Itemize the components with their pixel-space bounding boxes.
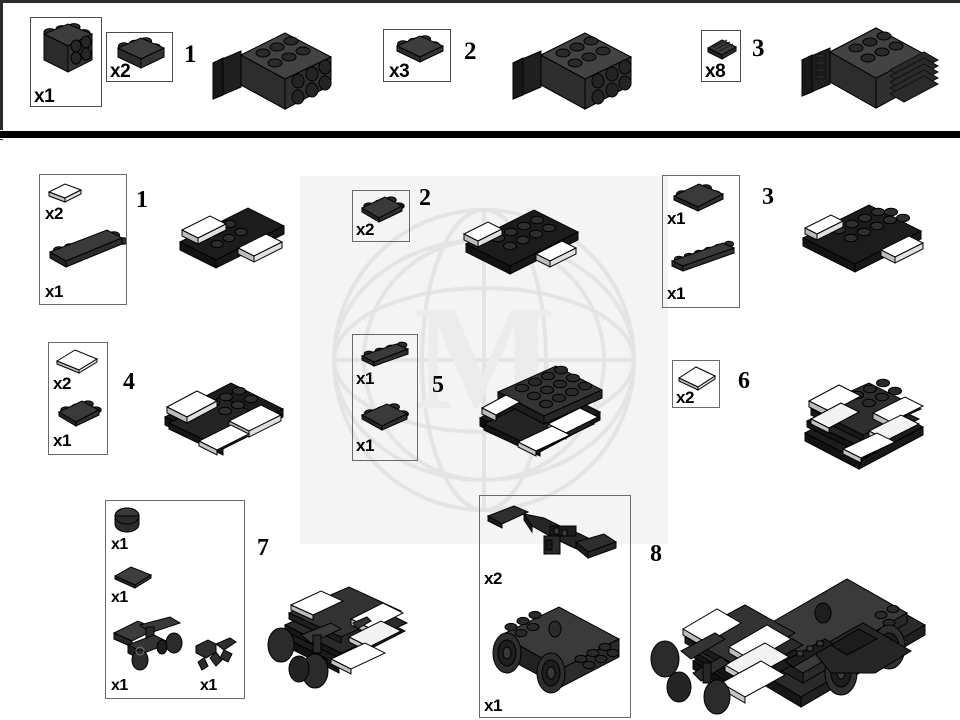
claw-clip-element-art: [190, 632, 238, 676]
qty-main-7c: x1: [111, 677, 128, 694]
part-box-main-1: [39, 174, 127, 305]
step-number-main-8: 8: [650, 541, 662, 567]
motor-wheel-unit-art: [483, 595, 628, 695]
qty-main-7b: x1: [111, 589, 128, 606]
qty-main-3a: x1: [667, 209, 685, 228]
plate-2x6-black-art: [44, 228, 126, 272]
qty-main-4b: x1: [53, 431, 71, 450]
qty-main-1b: x1: [45, 282, 63, 301]
sub-assembly-3-art: [795, 190, 940, 285]
sub-assembly-6-art: [795, 365, 940, 475]
round-brick-1x1-art: [111, 505, 145, 537]
qty-main-5a: x1: [356, 369, 374, 388]
step-number-main-4: 4: [123, 369, 135, 395]
plate-1x6-black-art: [666, 240, 738, 276]
step-number-top-2: 2: [464, 38, 477, 65]
step-number-main-3: 3: [762, 184, 774, 210]
page-edge-top: [0, 0, 960, 3]
plate-2x3-black-art-3: [667, 180, 733, 212]
part-box-main-2: [352, 190, 410, 242]
wheel-axle-assembly-art: [110, 615, 200, 683]
part-box-main-6: [672, 360, 720, 408]
qty-main-3b: x1: [667, 284, 685, 303]
part-box-main-8: [479, 495, 631, 718]
qty-main-1a: x2: [45, 204, 63, 223]
qty-main-8a: x2: [484, 569, 502, 588]
assembly-top-1-art: [203, 25, 338, 125]
part-box-main-7: [105, 500, 245, 699]
qty-top-3: x8: [705, 61, 726, 82]
step-number-main-7: 7: [257, 535, 269, 561]
part-box-main-5: [352, 334, 418, 461]
tile-2x2-white-art-6: [676, 363, 718, 391]
step-number-main-1: 1: [136, 187, 148, 213]
step-number-main-2: 2: [419, 185, 431, 211]
part-box-top-2: [383, 29, 451, 82]
part-box-main-3: [662, 175, 740, 308]
sub-assembly-7-art: [255, 575, 435, 705]
step-number-main-5: 5: [432, 372, 444, 398]
qty-main-5b: x1: [356, 436, 374, 455]
train-bogie-arm-art: [484, 500, 622, 570]
tile-2x2-white-art-4: [53, 346, 101, 374]
qty-main-7d: x1: [200, 677, 217, 694]
qty-main-8b: x1: [484, 696, 502, 715]
plate-2x3-black-art-5: [356, 400, 412, 432]
assembly-top-2-art: [503, 25, 638, 125]
qty-top-2: x3: [389, 61, 410, 82]
plate-2x3-black-art-2: [356, 194, 406, 224]
sub-assembly-1-art: [172, 200, 292, 285]
tile-1x2-white-art: [45, 179, 85, 203]
sub-assembly-5-art: [470, 362, 615, 467]
qty-main-4a: x2: [53, 374, 71, 393]
qty-main-6: x2: [676, 388, 694, 407]
part-box-top-3: [701, 30, 741, 82]
step-number-top-1: 1: [184, 41, 197, 68]
page-edge-left: [0, 0, 3, 140]
sub-assembly-2-art: [458, 200, 598, 290]
qty-main-7a: x1: [111, 536, 128, 553]
sub-assembly-4-art: [155, 365, 295, 465]
part-box-top-1b: [106, 32, 173, 82]
step-number-main-6: 6: [738, 368, 750, 394]
final-assembly-art: [625, 555, 955, 720]
section-divider: [0, 130, 960, 139]
part-box-main-4: [48, 342, 108, 455]
brick-2x4-tall-art: [34, 22, 98, 84]
part-box-top-1a: [30, 17, 102, 107]
tile-2x2-dark-art: [111, 563, 155, 589]
step-number-top-3: 3: [752, 35, 765, 62]
assembly-top-3-art: [790, 10, 950, 125]
qty-main-2: x2: [356, 220, 374, 239]
tile-1x2-grille-art: [705, 35, 739, 61]
plate-2x3-black-art-4: [53, 398, 103, 428]
plate-1x4-black-art: [356, 339, 414, 367]
plate-2x4-art: [389, 33, 447, 65]
qty-top-1b: x2: [110, 61, 131, 82]
brick-2x4-art: [110, 34, 170, 72]
qty-top-1a: x1: [34, 86, 55, 107]
